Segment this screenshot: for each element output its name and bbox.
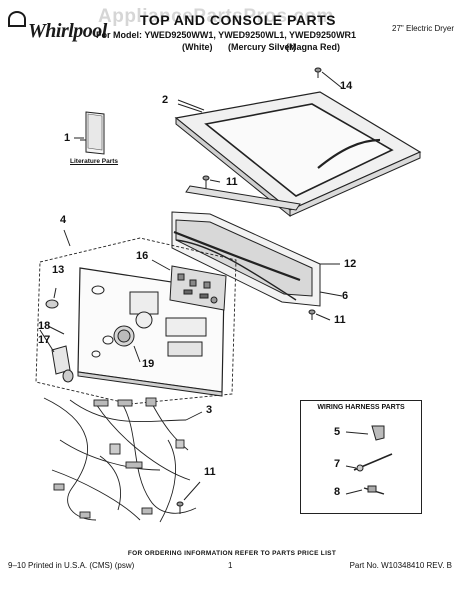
harness-part-5 xyxy=(345,425,385,441)
console-frame xyxy=(171,211,343,307)
watermark: AppliancePartsPros.com xyxy=(98,6,334,27)
wiring-harness-parts-box xyxy=(300,400,422,514)
screw-14 xyxy=(314,67,343,89)
color-white: (White) xyxy=(182,42,213,52)
wiring-harness-parts-title: WIRING HARNESS PARTS xyxy=(317,404,405,411)
appliance-type: 27" Electric Dryer xyxy=(392,24,454,33)
brand-name: Whirlpool xyxy=(28,20,107,42)
ordering-note: FOR ORDERING INFORMATION REFER TO PARTS … xyxy=(127,550,337,557)
callout-8: 8 xyxy=(334,486,341,498)
literature-parts-label: Literature Parts xyxy=(70,158,119,165)
callout-7: 7 xyxy=(334,458,341,470)
ring-13 xyxy=(45,287,59,309)
harness-part-8 xyxy=(345,485,385,495)
callout-4: 4 xyxy=(60,214,67,226)
knob-17 xyxy=(39,325,74,383)
color-silver: (Mercury Silver) xyxy=(228,42,297,52)
callout-2: 2 xyxy=(162,94,169,106)
screw-11-console xyxy=(308,309,331,321)
part-number: Part No. W10348410 REV. B xyxy=(349,561,452,570)
callout-5: 5 xyxy=(334,426,341,438)
callout-16: 16 xyxy=(136,250,149,262)
callout-13: 13 xyxy=(52,264,65,276)
cycle-knob xyxy=(113,311,153,363)
color-red: (Magna Red) xyxy=(286,42,340,52)
callout-11-harness: 11 xyxy=(204,466,216,478)
model-list: For Model: YWED9250WW1, YWED9250WL1, YWE… xyxy=(96,30,357,40)
top-panel xyxy=(174,91,422,218)
callout-18: 18 xyxy=(38,320,51,332)
screw-11-harness xyxy=(176,481,201,514)
callout-6: 6 xyxy=(342,290,349,302)
brand-logo: Whirlpool xyxy=(8,11,107,43)
literature-booklet xyxy=(80,111,105,155)
wiring-harness xyxy=(43,397,203,523)
callout-17: 17 xyxy=(38,334,51,346)
callout-11-top: 11 xyxy=(226,176,238,188)
harness-part-7 xyxy=(345,453,393,472)
callout-1: 1 xyxy=(64,132,71,144)
bracket-upper xyxy=(185,175,301,211)
page-number: 1 xyxy=(228,561,233,570)
callout-11-console: 11 xyxy=(334,314,346,326)
print-info: 9–10 Printed in U.S.A. (CMS) (psw) xyxy=(8,561,135,570)
control-board xyxy=(151,259,227,311)
console-assembly-outline xyxy=(35,237,237,405)
callout-14: 14 xyxy=(340,80,353,92)
callout-3: 3 xyxy=(206,404,213,416)
callout-19: 19 xyxy=(142,358,155,370)
page-title: TOP AND CONSOLE PARTS xyxy=(140,12,336,28)
callout-12: 12 xyxy=(344,258,357,270)
logo-icon xyxy=(8,11,26,27)
